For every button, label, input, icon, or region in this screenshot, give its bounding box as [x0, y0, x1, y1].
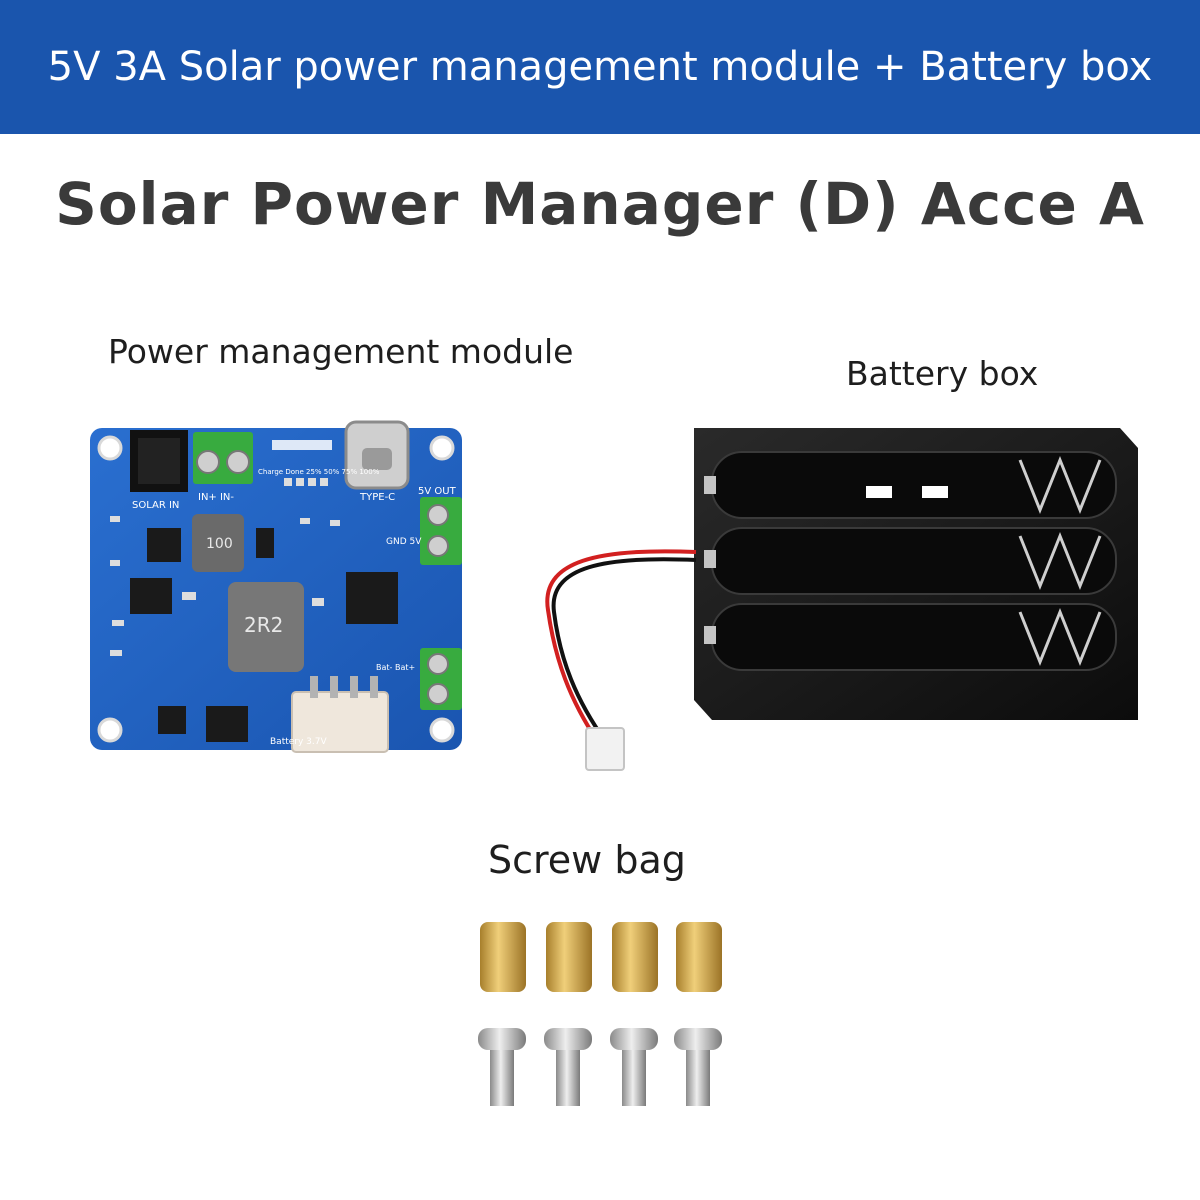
pcb-board — [90, 420, 462, 753]
silk-leds: Charge Done 25% 50% 75% 100% — [258, 468, 380, 476]
battery-label: Battery box — [846, 354, 1039, 393]
brass-standoffs — [480, 922, 722, 992]
jst-plug — [585, 727, 625, 771]
banner-title: 5V 3A Solar power management module + Ba… — [47, 44, 1153, 90]
module-label: Power management module — [108, 332, 574, 371]
silk-type-c: TYPE-C — [359, 492, 395, 503]
battery-holder — [694, 428, 1138, 720]
silk-5v-out: 5V OUT — [418, 486, 457, 497]
silk-in-terminals: IN+ IN- — [198, 492, 234, 503]
screw-bag-label: Screw bag — [488, 838, 686, 882]
silk-inductor-2r2: 2R2 — [244, 613, 283, 637]
silk-battery-port: Battery 3.7V — [270, 737, 327, 747]
steel-screws — [478, 1028, 722, 1106]
silk-inductor-100: 100 — [206, 536, 233, 552]
product-title: Solar Power Manager (D) Acce A — [55, 170, 1145, 238]
silk-solar-in: SOLAR IN — [132, 500, 179, 511]
silk-bat-terminals: Bat- Bat+ — [376, 663, 415, 672]
battery-wires — [545, 549, 697, 744]
silk-gnd-5v: GND 5V — [386, 537, 422, 547]
header-banner: 5V 3A Solar power management module + Ba… — [0, 0, 1200, 134]
